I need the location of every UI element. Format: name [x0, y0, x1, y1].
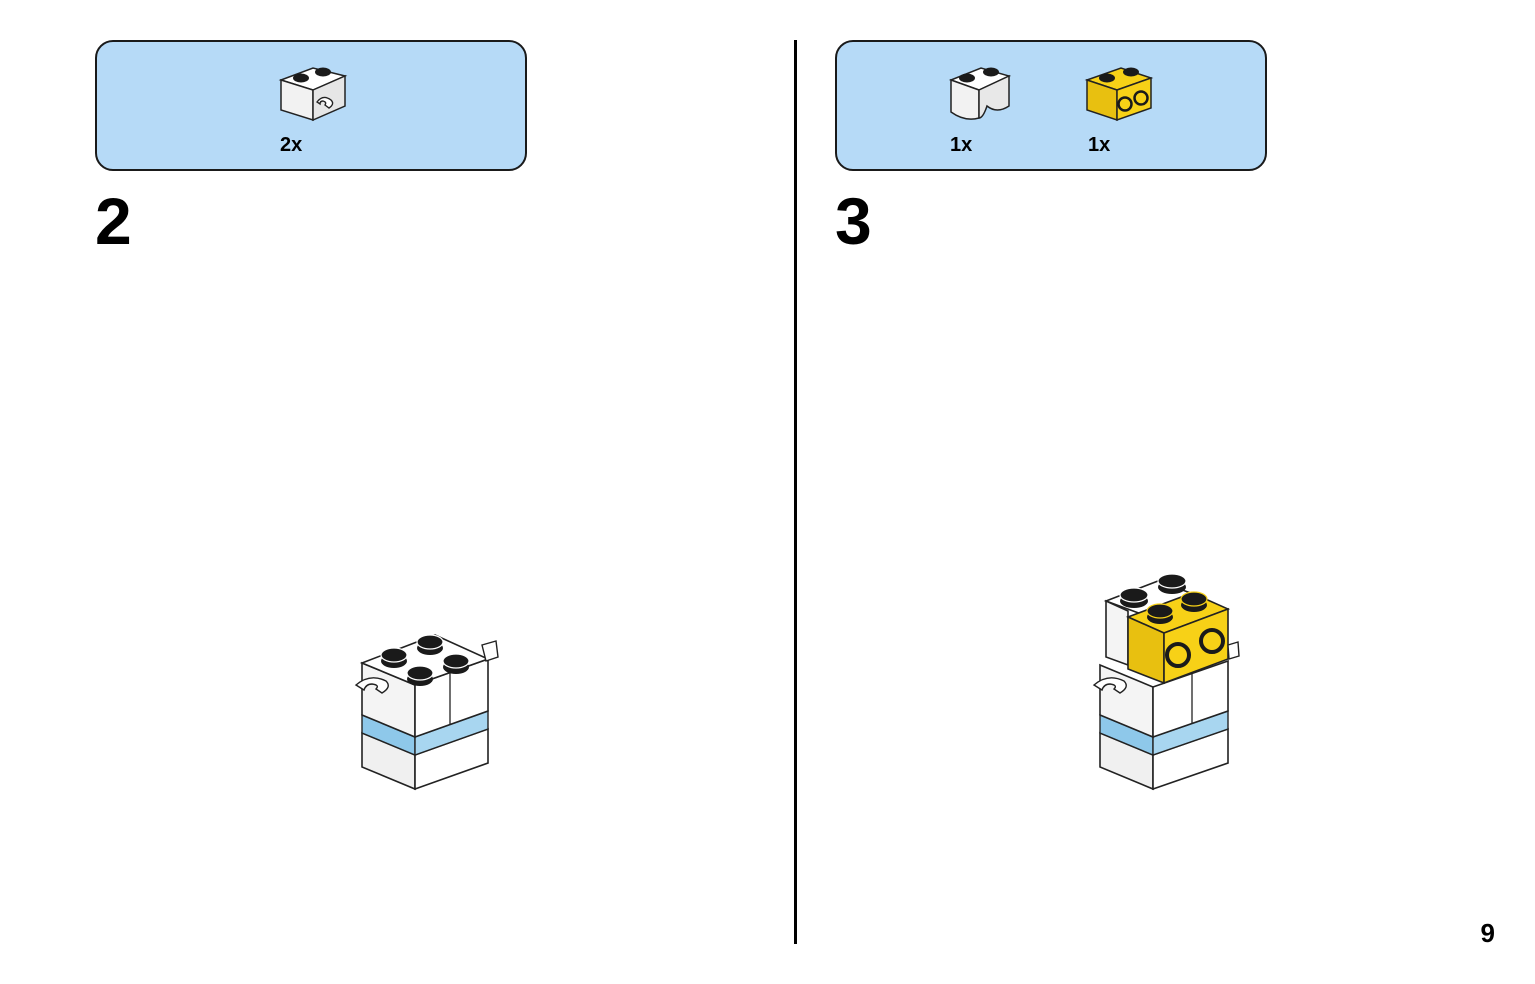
step-number: 3 — [835, 184, 872, 258]
parts-list-step-2: 2x — [95, 40, 527, 171]
step-number: 2 — [95, 184, 132, 258]
step-3-assembly-illustration — [1092, 573, 1240, 791]
step-2-assembly-illustration — [354, 634, 499, 791]
parts-list-step-3: 1x 1x — [835, 40, 1267, 171]
part-quantity: 2x — [280, 134, 303, 156]
page-number: 9 — [1480, 918, 1495, 948]
part-quantity: 1x — [1088, 134, 1111, 156]
part-quantity: 1x — [950, 134, 973, 156]
yellow-brick-with-studs-icon — [1084, 67, 1154, 122]
white-rounded-brick-icon — [948, 67, 1012, 120]
page-divider — [794, 40, 797, 944]
white-brick-with-clip-icon — [278, 67, 348, 122]
